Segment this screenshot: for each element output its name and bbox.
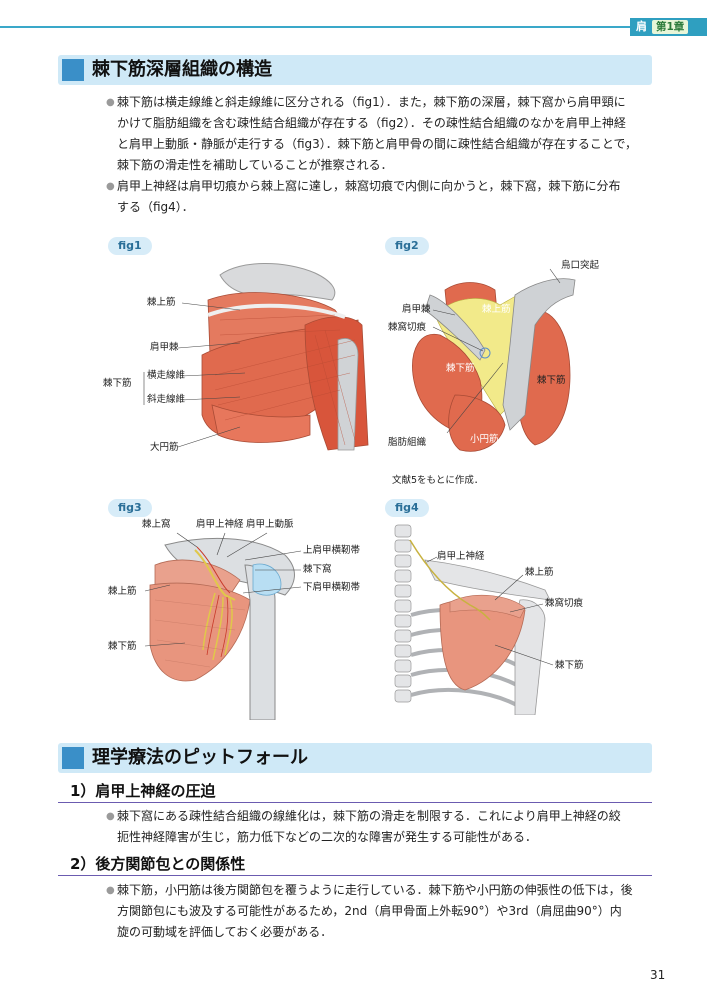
fig3-illustration (144, 532, 302, 720)
fig1-label-teres-major: 大円筋 (150, 442, 179, 453)
text-line: する（fig4）． (117, 200, 194, 214)
fig1-label-supraspinatus: 棘上筋 (147, 297, 176, 308)
running-header: 肩 第1章 (0, 18, 707, 36)
header-rule (0, 26, 632, 28)
text-line: 棘下筋は横走線維と斜走線維に区分される（fig1）．また，棘下筋の深層，棘下窩か… (117, 95, 626, 109)
section-heading: 棘下筋深層組織の構造 (58, 55, 652, 85)
fig1-label-spine: 肩甲棘 (150, 342, 179, 353)
fig3-label-sup-ligament: 上肩甲横靭帯 (303, 545, 361, 556)
chapter-tab: 肩 第1章 (630, 18, 707, 36)
bullet-paragraph: ● 肩甲上神経は肩甲切痕から棘上窩に達し，棘窩切痕で内側に向かうと，棘下窩，棘下… (106, 176, 657, 218)
fig3-label-inf-ligament: 下肩甲横靭帯 (303, 582, 361, 593)
bullet-paragraph: ● 棘下筋は横走線維と斜走線維に区分される（fig1）．また，棘下筋の深層，棘下… (106, 92, 657, 176)
fig4-label-infraspinatus: 棘下筋 (555, 660, 584, 671)
fig1-label-oblique: 斜走線維 (147, 394, 186, 405)
section-marker (62, 59, 84, 81)
fig3-label-supraspinous-fossa: 棘上窩 (142, 519, 171, 530)
fig4-label-nerve: 肩甲上神経 (437, 551, 485, 562)
fig2-label: fig2 (385, 237, 429, 255)
fig2-label-infraspinatus-right: 棘下筋 (537, 375, 566, 386)
fig4-illustration (394, 524, 554, 715)
fig3-label: fig3 (108, 499, 152, 517)
subsection-title: 1）肩甲上神経の圧迫 (70, 782, 216, 800)
bullet-icon: ● (106, 811, 115, 822)
bullet-paragraph: ● 棘下窩にある疎性結合組織の線維化は，棘下筋の滑走を制限する．これにより肩甲上… (106, 806, 657, 848)
header-section: 肩 (636, 20, 647, 33)
subsection-heading: 2）後方関節包との関係性 (58, 851, 652, 876)
fig2-label-teres-minor: 小円筋 (470, 434, 499, 445)
bullet-paragraph: ● 棘下筋，小円筋は後方関節包を覆うように走行している．棘下筋や小円筋の伸張性の… (106, 880, 657, 943)
bullet-icon: ● (106, 97, 115, 108)
fig2-label-spine: 肩甲棘 (402, 304, 431, 315)
subsection-heading: 1）肩甲上神経の圧迫 (58, 778, 652, 803)
text-line: 方関節包にも波及する可能性があるため，2nd（肩甲骨面上外転90°）や3rd（肩… (117, 904, 622, 918)
fig3-label-infraspinous-fossa: 棘下窩 (303, 564, 332, 575)
fig4-label: fig4 (385, 499, 429, 517)
bullet-icon: ● (106, 181, 115, 192)
section-marker (62, 747, 84, 769)
text-line: かけて脂肪組織を含む疎性結合組織が存在する（fig2）．その疎性結合組織のなかを… (117, 116, 626, 130)
text-line: と肩甲上動脈・静脈が走行する（fig3）．棘下筋と肩甲骨の間に疎性結合組織が存在… (117, 137, 637, 151)
fig2-source-note: 文献5をもとに作成． (392, 475, 484, 486)
page-number: 31 (650, 968, 666, 982)
text-line: 扼性神経障害が生じ，筋力低下などの二次的な障害が発生する可能性がある． (117, 830, 538, 844)
section-title: 理学療法のピットフォール (92, 747, 308, 768)
fig2-illustration (412, 268, 576, 452)
text-line: 棘下筋，小円筋は後方関節包を覆うように走行している．棘下筋や小円筋の伸張性の低下… (117, 883, 633, 897)
section-heading: 理学療法のピットフォール (58, 743, 652, 773)
fig3-label-infraspinatus: 棘下筋 (108, 641, 137, 652)
text-line: 棘下窩にある疎性結合組織の線維化は，棘下筋の滑走を制限する．これにより肩甲上神経… (117, 809, 621, 823)
fig3-label-artery: 肩甲上動脈 (246, 519, 294, 530)
fig1-label-infraspinatus: 棘下筋 (103, 378, 132, 389)
text-line: 旋の可動域を評価しておく必要がある． (117, 925, 333, 939)
fig4-label-supraspinatus: 棘上筋 (525, 567, 554, 578)
text-line: 棘下筋の滑走性を補助していることが推察される． (117, 158, 393, 172)
fig2-label-notch: 棘窩切痕 (388, 322, 427, 333)
fig4-label-notch: 棘窩切痕 (545, 598, 584, 609)
fig2-label-fat: 脂肪組織 (388, 437, 427, 448)
fig3-label-supraspinatus: 棘上筋 (108, 586, 137, 597)
fig1-illustration (143, 263, 369, 451)
fig2-label-infraspinatus: 棘下筋 (446, 363, 475, 374)
fig3-label-nerve: 肩甲上神経 (196, 519, 244, 530)
section-title: 棘下筋深層組織の構造 (92, 59, 272, 80)
fig1-label: fig1 (108, 237, 152, 255)
subsection-title: 2）後方関節包との関係性 (70, 855, 246, 873)
text-line: 肩甲上神経は肩甲切痕から棘上窩に達し，棘窩切痕で内側に向かうと，棘下窩，棘下筋に… (117, 179, 621, 193)
bullet-icon: ● (106, 885, 115, 896)
header-chapter: 第1章 (652, 20, 689, 34)
fig2-label-coracoid: 烏口突起 (561, 260, 600, 271)
fig2-label-supraspinatus: 棘上筋 (482, 304, 511, 315)
fig1-label-transverse: 横走線維 (147, 370, 186, 381)
